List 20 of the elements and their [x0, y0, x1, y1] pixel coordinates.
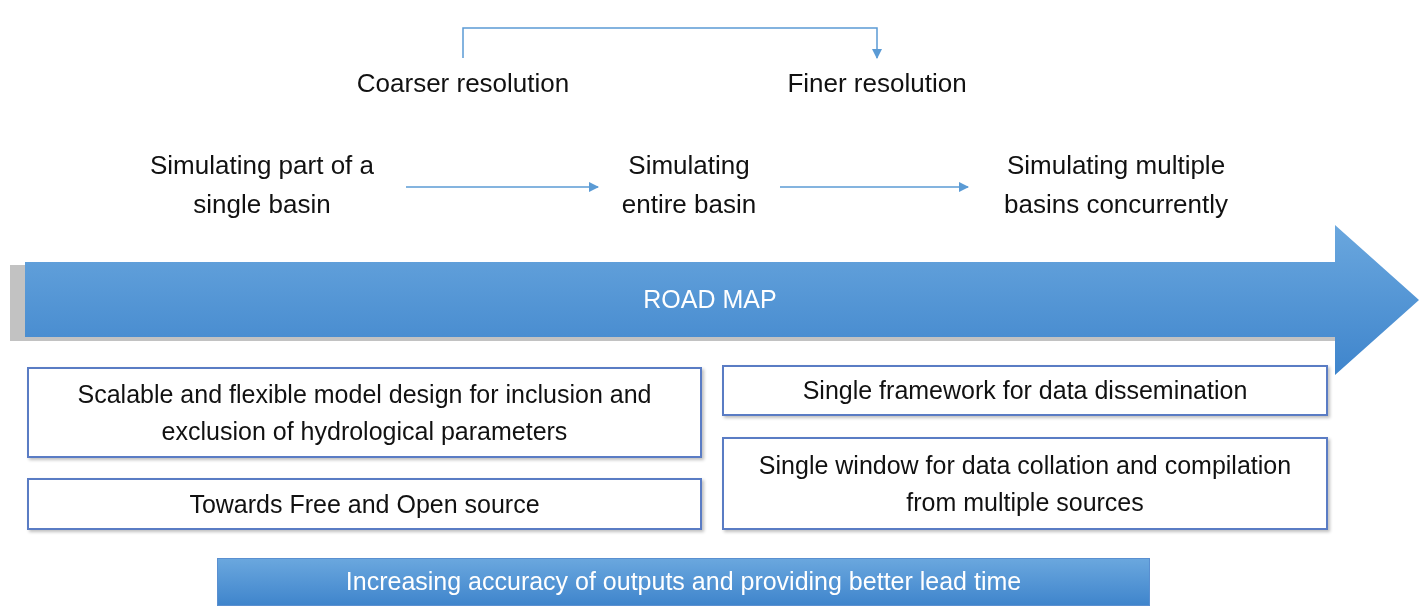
- road-map-arrow: [10, 225, 1419, 375]
- node-label: Single framework for data dissemination: [802, 375, 1248, 407]
- text-box: [722, 365, 1328, 416]
- node-label: Increasing accuracy of outputs and providing better lead time: [345, 566, 1022, 598]
- arrow: [405, 181, 600, 193]
- node-label: Simulating entire basin: [620, 149, 758, 221]
- text-box: [722, 437, 1328, 530]
- banner-bar: [217, 558, 1150, 606]
- node-label: Simulating part of a single basin: [149, 149, 375, 221]
- text-box: [27, 367, 702, 458]
- node-label: Coarser resolution: [356, 66, 570, 100]
- node-label: Towards Free and Open source: [189, 488, 540, 520]
- text-box: [27, 478, 702, 530]
- node-label: ROAD MAP: [643, 283, 777, 315]
- arrow: [779, 181, 970, 193]
- node-label: Finer resolution: [787, 66, 967, 100]
- arrow: [462, 27, 883, 60]
- node-label: Single window for data collation and compilation from multiple sources: [757, 450, 1293, 518]
- node-label: Scalable and flexible model design for inclusion and exclusion of hydrological parameters: [76, 379, 653, 447]
- node-label: Simulating multiple basins concurrently: [1003, 149, 1229, 221]
